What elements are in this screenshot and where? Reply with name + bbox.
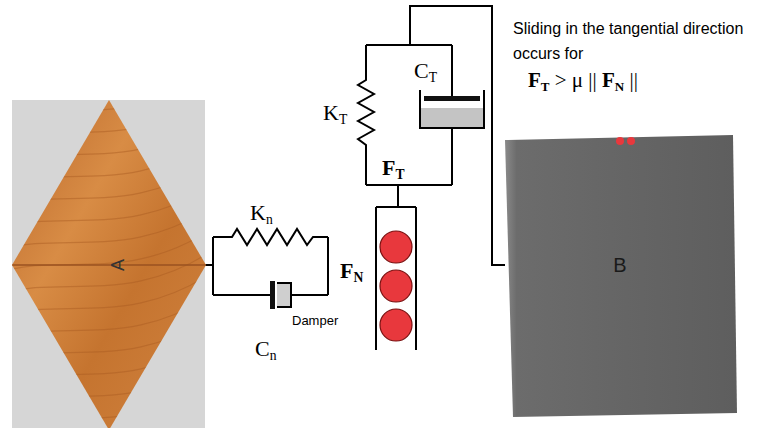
wire [397, 185, 399, 207]
damper-fluid [421, 108, 483, 127]
grey-block-face [505, 135, 737, 417]
symbol: F [602, 68, 615, 92]
damper-plate [424, 96, 480, 101]
damper-cylinder [277, 283, 291, 307]
normal-spring [213, 229, 328, 245]
block-letter: B [613, 255, 626, 275]
symbol: K [323, 100, 339, 125]
wire [376, 206, 416, 208]
wire [212, 237, 214, 295]
wire [205, 264, 213, 266]
damper-cylinder [277, 283, 291, 307]
damper-rod [213, 294, 270, 296]
subscript: T [541, 79, 550, 94]
sliding-condition: FT > μ || FN || [528, 68, 638, 93]
stiffness-label: KT [323, 100, 347, 126]
symbol: F [340, 258, 353, 283]
tangential-spring [358, 45, 374, 185]
wood-diamond [12, 100, 206, 428]
subscript: T [395, 167, 404, 182]
symbol: F [528, 68, 541, 92]
symbol: C [255, 336, 270, 361]
wire [410, 6, 505, 265]
damper-plate [270, 281, 275, 309]
wire [366, 184, 452, 186]
subscript: N [615, 79, 624, 94]
wire [327, 237, 329, 295]
roller-ball [380, 231, 412, 263]
damper-rod [451, 128, 453, 185]
roller-ball [380, 309, 412, 341]
ball-column-wall [415, 207, 417, 350]
symbol: || [624, 68, 638, 92]
block-outline [505, 135, 737, 417]
subscript: N [353, 270, 363, 285]
damping-label: Cn [255, 336, 277, 362]
symbol: F [382, 155, 395, 180]
symbol: K [250, 200, 266, 225]
part-name: Damper [292, 313, 338, 329]
symbol: C [414, 58, 429, 83]
damper-rod [451, 45, 453, 97]
subscript: n [266, 212, 273, 227]
block-letter: A [109, 259, 127, 271]
grey-block: B [505, 135, 737, 417]
damper-cylinder [420, 90, 484, 128]
note-text: Sliding in the tangential direction occu… [513, 16, 753, 66]
wood-block: A [12, 100, 206, 428]
contact-dot [616, 137, 624, 145]
stiffness-label: Kn [250, 200, 273, 226]
subscript: T [429, 70, 437, 85]
subscript: n [270, 348, 277, 363]
force-label: FN [340, 258, 363, 284]
wood-grain [12, 100, 206, 428]
ball-column-wall [375, 207, 377, 350]
damping-label: CT [414, 58, 437, 84]
damper-rod [291, 294, 328, 296]
symbol: > μ || [550, 68, 603, 92]
force-label: FT [382, 155, 405, 181]
roller-ball [380, 270, 412, 302]
subscript: T [339, 112, 347, 127]
contact-dot [627, 137, 635, 145]
